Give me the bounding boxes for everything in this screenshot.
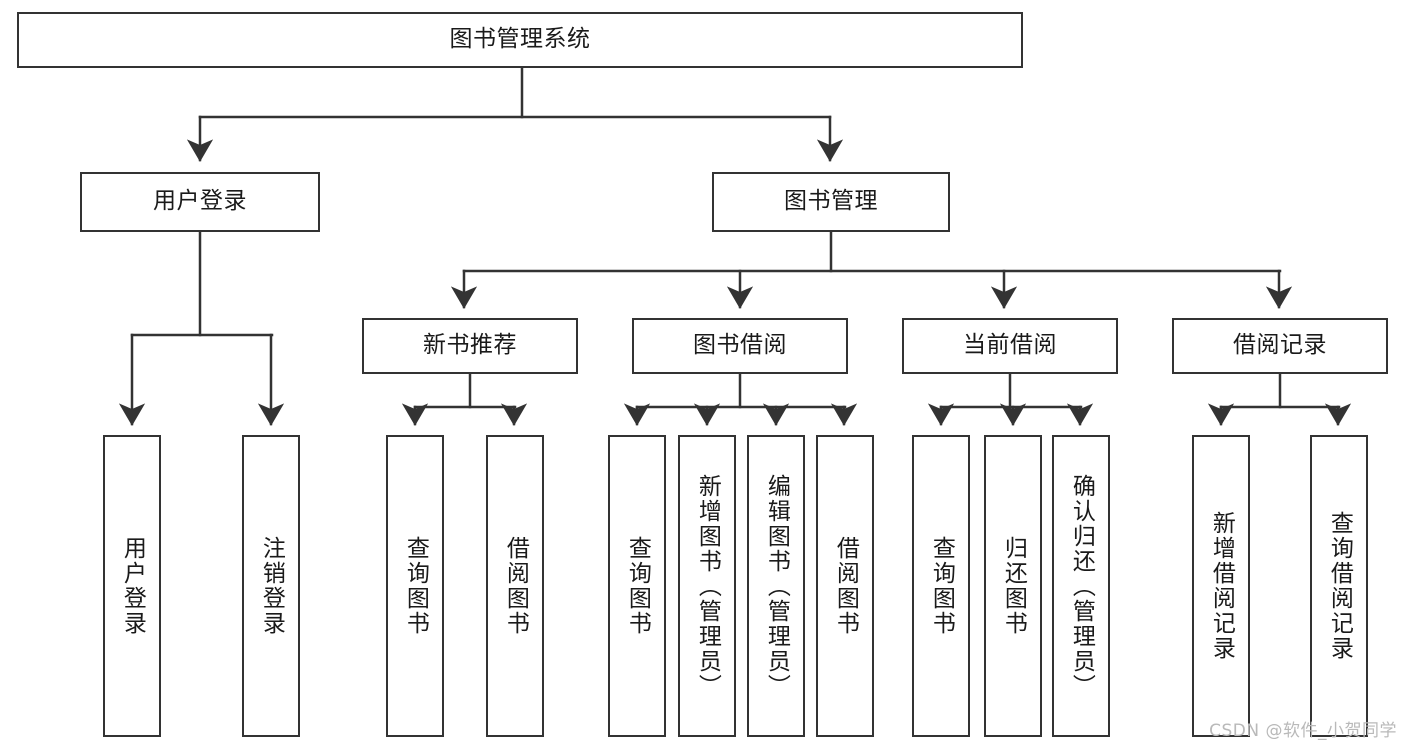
leaf-borrow-book-1[interactable]: 借阅图书 <box>486 435 544 737</box>
leaf-confirm-return-admin[interactable]: 确认归还（管理员） <box>1052 435 1110 737</box>
leaf-add-book-admin-label: 新增图书（管理员） <box>694 473 721 699</box>
leaf-query-borrow-record-label: 查询借阅记录 <box>1326 511 1353 661</box>
leaf-query-borrow-record[interactable]: 查询借阅记录 <box>1310 435 1368 737</box>
leaf-add-borrow-record-label: 新增借阅记录 <box>1208 511 1235 661</box>
leaf-borrow-book-2[interactable]: 借阅图书 <box>816 435 874 737</box>
node-user-login[interactable]: 用户登录 <box>80 172 320 232</box>
leaf-add-book-admin[interactable]: 新增图书（管理员） <box>678 435 736 737</box>
node-borrow-record-label: 借阅记录 <box>1233 332 1327 359</box>
leaf-return-book[interactable]: 归还图书 <box>984 435 1042 737</box>
leaf-return-book-label: 归还图书 <box>1000 536 1027 636</box>
leaf-user-login[interactable]: 用户登录 <box>103 435 161 737</box>
node-book-manage[interactable]: 图书管理 <box>712 172 950 232</box>
node-user-login-label: 用户登录 <box>153 188 247 215</box>
leaf-query-book-3[interactable]: 查询图书 <box>912 435 970 737</box>
node-current-borrow[interactable]: 当前借阅 <box>902 318 1118 374</box>
node-book-borrow-label: 图书借阅 <box>693 332 787 359</box>
leaf-query-book-2-label: 查询图书 <box>624 536 651 636</box>
edge-group-book-borrow <box>623 372 858 426</box>
leaf-query-book-2[interactable]: 查询图书 <box>608 435 666 737</box>
edge-group-book-manage <box>450 230 1293 309</box>
node-book-borrow[interactable]: 图书借阅 <box>632 318 848 374</box>
edge-group-new-book-recommend <box>401 372 528 426</box>
edge-group-user-login <box>118 230 285 426</box>
leaf-query-book-1[interactable]: 查询图书 <box>386 435 444 737</box>
node-root[interactable]: 图书管理系统 <box>17 12 1023 68</box>
leaf-logout-label: 注销登录 <box>258 536 285 636</box>
leaf-borrow-book-1-label: 借阅图书 <box>502 536 529 636</box>
leaf-add-borrow-record[interactable]: 新增借阅记录 <box>1192 435 1250 737</box>
node-new-book-recommend[interactable]: 新书推荐 <box>362 318 578 374</box>
leaf-logout[interactable]: 注销登录 <box>242 435 300 737</box>
node-new-book-recommend-label: 新书推荐 <box>423 332 517 359</box>
edge-group-borrow-record <box>1207 372 1352 426</box>
edge-group-current-borrow <box>927 372 1094 426</box>
leaf-edit-book-admin[interactable]: 编辑图书（管理员） <box>747 435 805 737</box>
node-current-borrow-label: 当前借阅 <box>963 332 1057 359</box>
leaf-query-book-3-label: 查询图书 <box>928 536 955 636</box>
node-book-manage-label: 图书管理 <box>784 188 878 215</box>
leaf-edit-book-admin-label: 编辑图书（管理员） <box>763 473 790 699</box>
leaf-borrow-book-2-label: 借阅图书 <box>832 536 859 636</box>
leaf-query-book-1-label: 查询图书 <box>402 536 429 636</box>
edge-group-root <box>186 66 844 162</box>
leaf-confirm-return-admin-label: 确认归还（管理员） <box>1068 473 1095 699</box>
node-root-label: 图书管理系统 <box>449 26 591 53</box>
leaf-user-login-label: 用户登录 <box>119 536 146 636</box>
node-borrow-record[interactable]: 借阅记录 <box>1172 318 1388 374</box>
